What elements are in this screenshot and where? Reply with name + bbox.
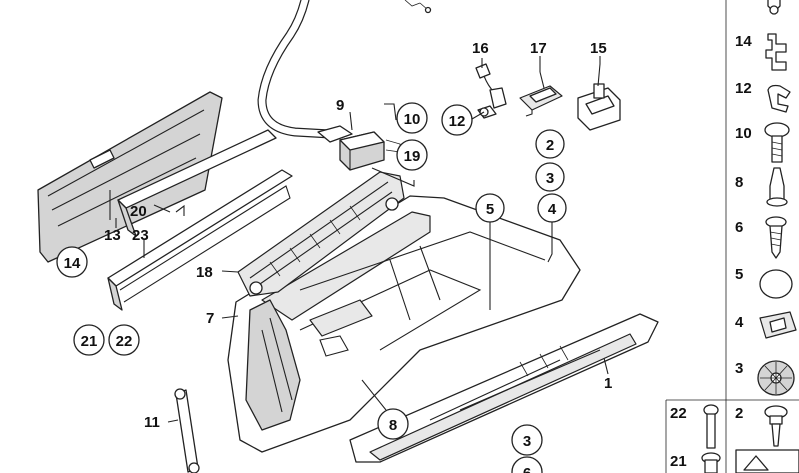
- side-legend: 14 12 10 8 6 5: [665, 0, 799, 473]
- part-15-lock: [577, 63, 621, 131]
- part-16-bulb: [475, 63, 507, 109]
- side-label-14: 14: [735, 33, 752, 50]
- legend-clip-14-icon: [765, 33, 787, 71]
- callout-2: 2: [546, 137, 554, 154]
- legend-clipnut-4-icon: [759, 311, 797, 339]
- callout-6: 6: [523, 465, 531, 473]
- callout-22: 22: [116, 333, 133, 350]
- callout-20: 20: [130, 203, 147, 220]
- callout-23: 23: [132, 227, 149, 244]
- cable-hose: [257, 0, 432, 139]
- callout-11: 11: [144, 414, 160, 431]
- lid-1: [349, 313, 659, 463]
- callout-17: 17: [530, 40, 547, 57]
- callout-21: 21: [81, 333, 98, 350]
- legend-arrow-box-icon: [735, 449, 799, 473]
- side-label-12: 12: [735, 80, 752, 97]
- part-12-nut: [477, 105, 497, 119]
- callout-14: 14: [64, 255, 81, 272]
- callouts: 16 17 15 9 10 12 19 2 3 4 5 20 13 23 14 …: [56, 40, 612, 473]
- panel-23: [107, 169, 293, 311]
- callout-9: 9: [336, 97, 344, 114]
- callout-8: 8: [389, 417, 397, 434]
- damper-11: [174, 388, 200, 473]
- legend-cap-5-icon: [759, 269, 793, 299]
- legend-screw-2-icon: [764, 405, 788, 447]
- callout-15: 15: [590, 40, 607, 57]
- side-label-21: 21: [670, 453, 687, 470]
- legend-clip-12-icon: [767, 84, 791, 113]
- side-label-22: 22: [670, 405, 687, 422]
- legend-screw-10-icon: [764, 122, 790, 163]
- panel-20: [117, 129, 277, 237]
- legend-screw-6-icon: [765, 216, 787, 259]
- side-label-5: 5: [735, 266, 743, 283]
- callout-10: 10: [404, 111, 421, 128]
- side-label-3: 3: [735, 360, 743, 377]
- side-label-4: 4: [735, 314, 744, 331]
- legend-nut-21-icon: [701, 452, 721, 473]
- leader-lines: [115, 56, 609, 423]
- callout-13: 13: [104, 227, 121, 244]
- panel-13: [37, 91, 223, 263]
- callout-4: 4: [548, 201, 557, 218]
- legend-bolt-22-icon: [703, 404, 719, 449]
- callout-3-lower: 3: [523, 433, 531, 450]
- callout-1: 1: [604, 375, 612, 392]
- legend-plug-8-icon: [766, 167, 788, 207]
- legend-speednut-3-icon: [757, 360, 795, 396]
- callout-5: 5: [486, 201, 494, 218]
- callout-18: 18: [196, 264, 213, 281]
- side-label-2: 2: [735, 405, 743, 422]
- side-label-8: 8: [735, 174, 743, 191]
- connector-9: [317, 125, 401, 171]
- callout-7: 7: [206, 310, 214, 327]
- part-17-lamp: [519, 71, 563, 117]
- callout-3: 3: [546, 170, 554, 187]
- callout-12: 12: [449, 113, 466, 130]
- callout-16: 16: [472, 40, 489, 57]
- callout-19: 19: [404, 148, 421, 165]
- legend-screw-top-icon: [767, 0, 781, 15]
- side-label-10: 10: [735, 125, 752, 142]
- side-label-6: 6: [735, 219, 743, 236]
